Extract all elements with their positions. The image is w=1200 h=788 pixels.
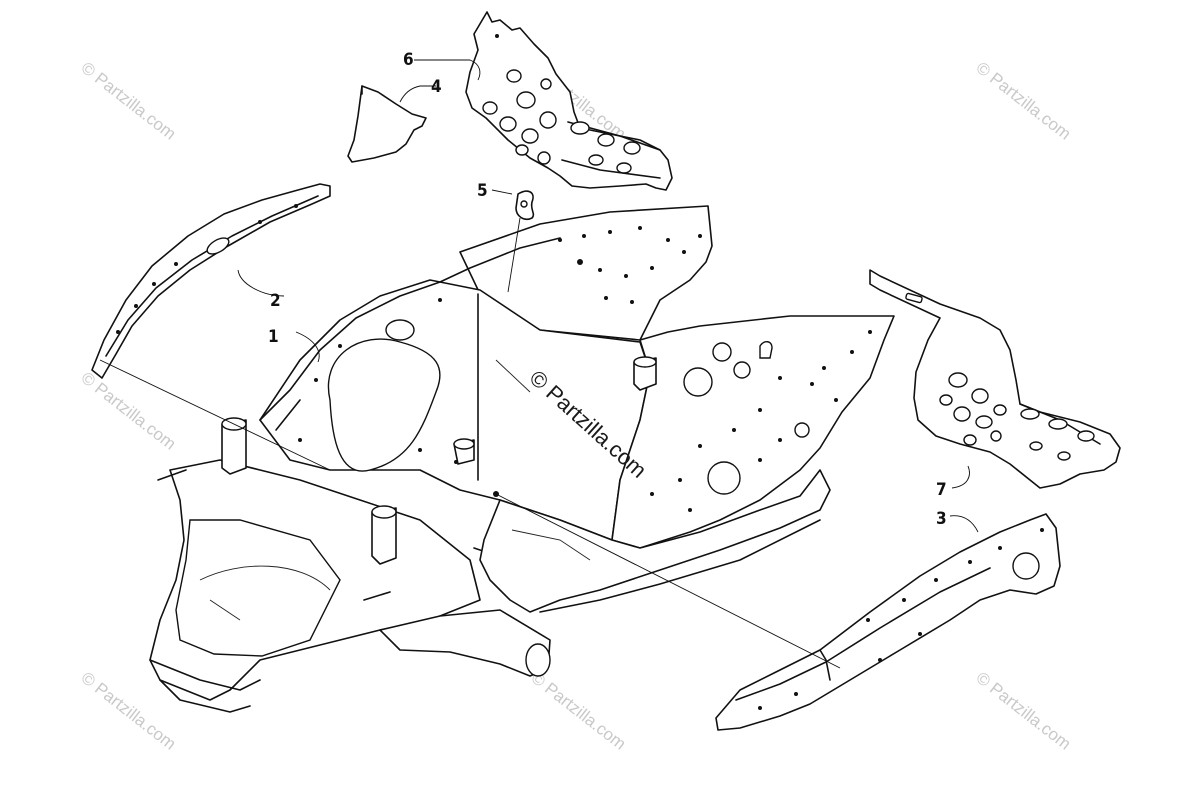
part-6-footrest-upper (465, 11, 673, 191)
callout-4: 4 (431, 77, 442, 97)
part-4-gusset (347, 85, 427, 163)
part-3-lower-rail (715, 513, 1061, 731)
part-2-upper-rail (91, 183, 331, 379)
callout-7: 7 (936, 480, 947, 500)
watermark-tile: © Partzilla.com (973, 668, 1075, 754)
watermark-tile: © Partzilla.com (78, 368, 180, 454)
callout-3: 3 (936, 509, 947, 529)
part-7-footrest-right (869, 269, 1121, 489)
part-5-clip (515, 190, 535, 221)
leader-lines (99, 59, 979, 669)
callout-5: 5 (477, 181, 488, 201)
callout-labels: 1 2 3 4 5 6 7 (268, 50, 947, 529)
watermark-tile: © Partzilla.com (78, 58, 180, 144)
part-1-main-chassis (149, 205, 895, 713)
panel-rivets (298, 226, 872, 512)
callout-2: 2 (270, 291, 281, 311)
callout-1: 1 (268, 327, 279, 347)
watermark-tile: © Partzilla.com (528, 668, 630, 754)
watermark-tile: © Partzilla.com (973, 58, 1075, 144)
callout-6: 6 (403, 50, 414, 70)
